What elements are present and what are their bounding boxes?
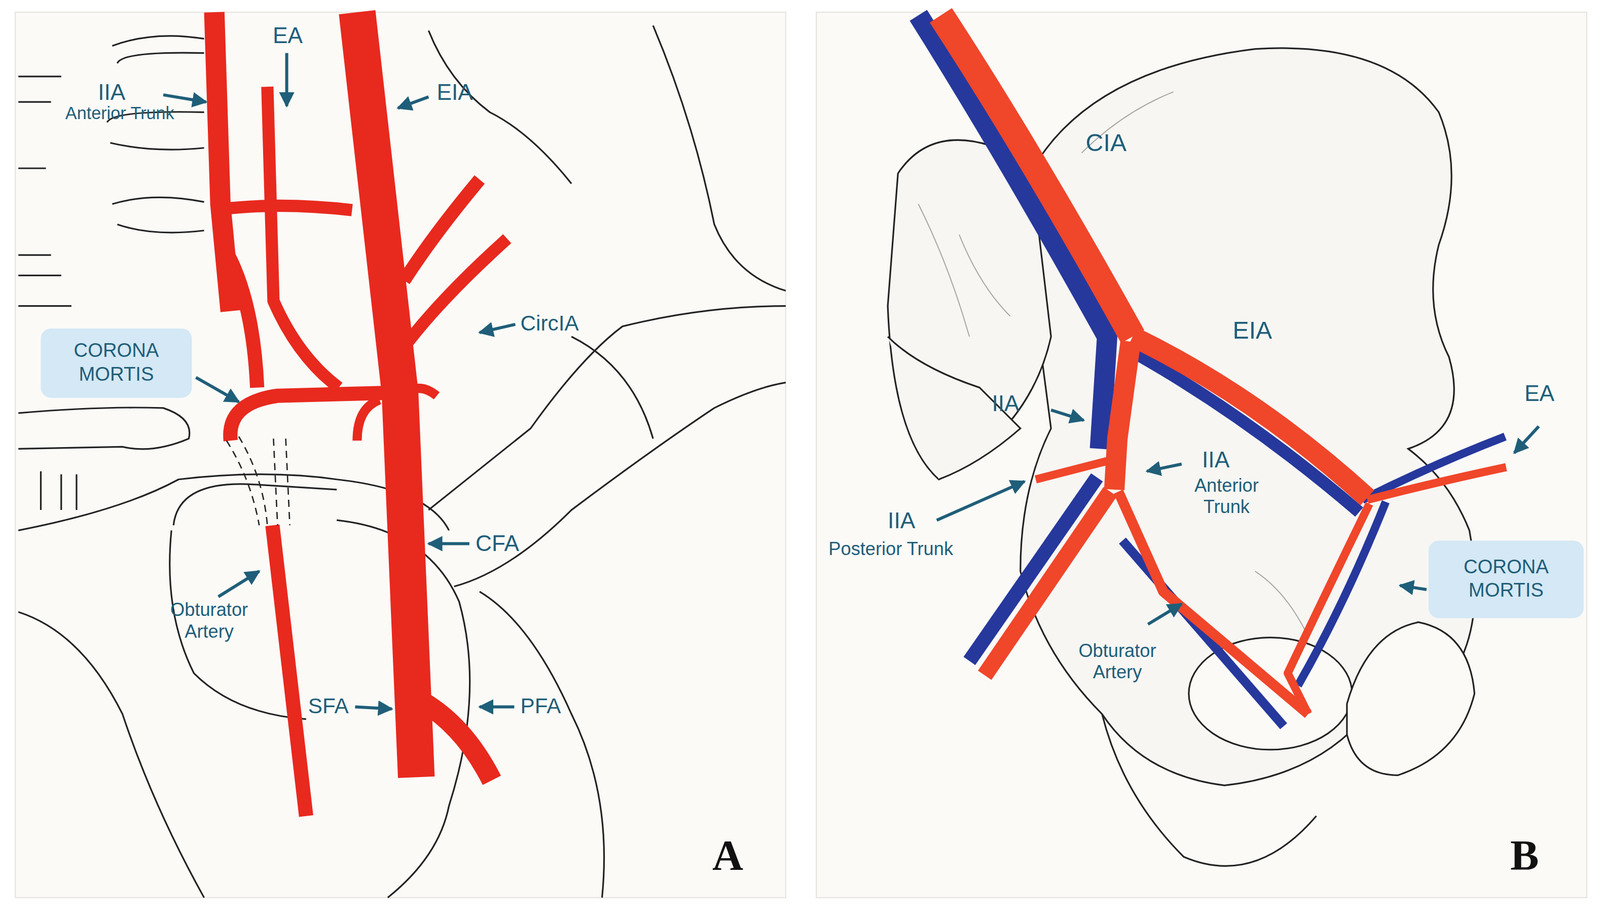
anatomy-label: IIA [887,507,916,534]
anatomy-label: EA [1524,380,1555,407]
anatomy-label: Obturator Artery [1061,640,1174,683]
anatomy-label: IIA [1202,446,1230,473]
anatomy-label: Posterior Trunk [828,538,954,560]
callout-box: CORONA MORTIS [1428,540,1584,618]
bone-outline [887,48,1476,866]
anatomy-label: PFA [520,693,562,719]
vein [918,15,1505,727]
anatomy-label: IIA [97,79,126,106]
panel-letter: B [1510,831,1539,881]
panel-letter: A [712,831,744,881]
anatomy-label: Obturator Artery [153,599,266,642]
callout-text: CORONA MORTIS [1438,556,1574,603]
anatomy-label: CFA [475,530,520,557]
callout-text: CORONA MORTIS [51,339,183,387]
panel-frame [15,12,786,898]
anatomy-label: CIA [1085,128,1127,158]
anatomy-label: IIA [991,390,1020,417]
anatomy-label: SFA [308,693,349,719]
anatomy-label: EIA [436,79,473,106]
artery [940,15,1507,714]
anatomy-label: Anterior Trunk [65,103,175,124]
panel-frame [816,12,1587,898]
callout-box: CORONA MORTIS [41,328,193,398]
artery [214,12,508,817]
anatomy-label: CircIA [520,311,579,337]
anatomy-label: EA [267,22,309,49]
anatomy-label: Anterior Trunk [1185,475,1268,518]
leader-arrow [163,53,1539,710]
anatomy-label: EIA [1232,316,1272,345]
hidden-course [226,436,290,526]
